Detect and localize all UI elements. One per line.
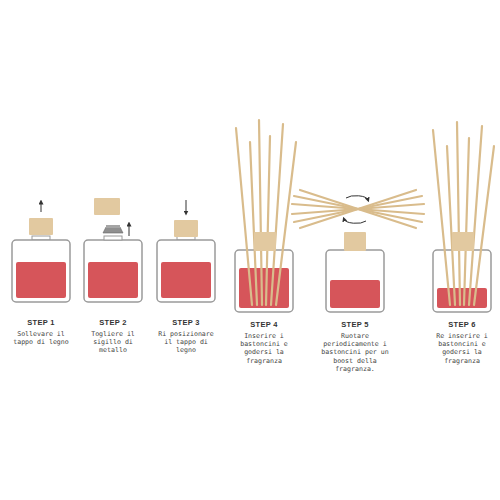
step-caption: Togliere il sigillo di metallo [78, 330, 148, 355]
step-number: STEP 1 [11, 318, 71, 327]
step-caption: Ruotare periodicamente i bastoncini per … [315, 332, 395, 373]
bottle-step6 [433, 122, 494, 312]
step-number: STEP 2 [83, 318, 143, 327]
bottle-step5 [292, 190, 424, 312]
step-caption: Sollevare il tappo di legno [6, 330, 76, 346]
step-number: STEP 4 [234, 320, 294, 329]
bottle-step3 [157, 200, 215, 302]
step-caption: Inserire i bastoncini e godersi la fragr… [233, 332, 295, 365]
step-caption: Re inserire i bastoncini e godersi la fr… [429, 332, 495, 365]
step-number: STEP 6 [432, 320, 492, 329]
step-caption: Ri posizionare il tappo di legno [153, 330, 219, 355]
step-number: STEP 3 [156, 318, 216, 327]
step-number: STEP 5 [325, 320, 385, 329]
bottle-step1 [12, 202, 70, 302]
bottle-step4 [235, 120, 296, 312]
bottle-step2 [84, 198, 142, 302]
